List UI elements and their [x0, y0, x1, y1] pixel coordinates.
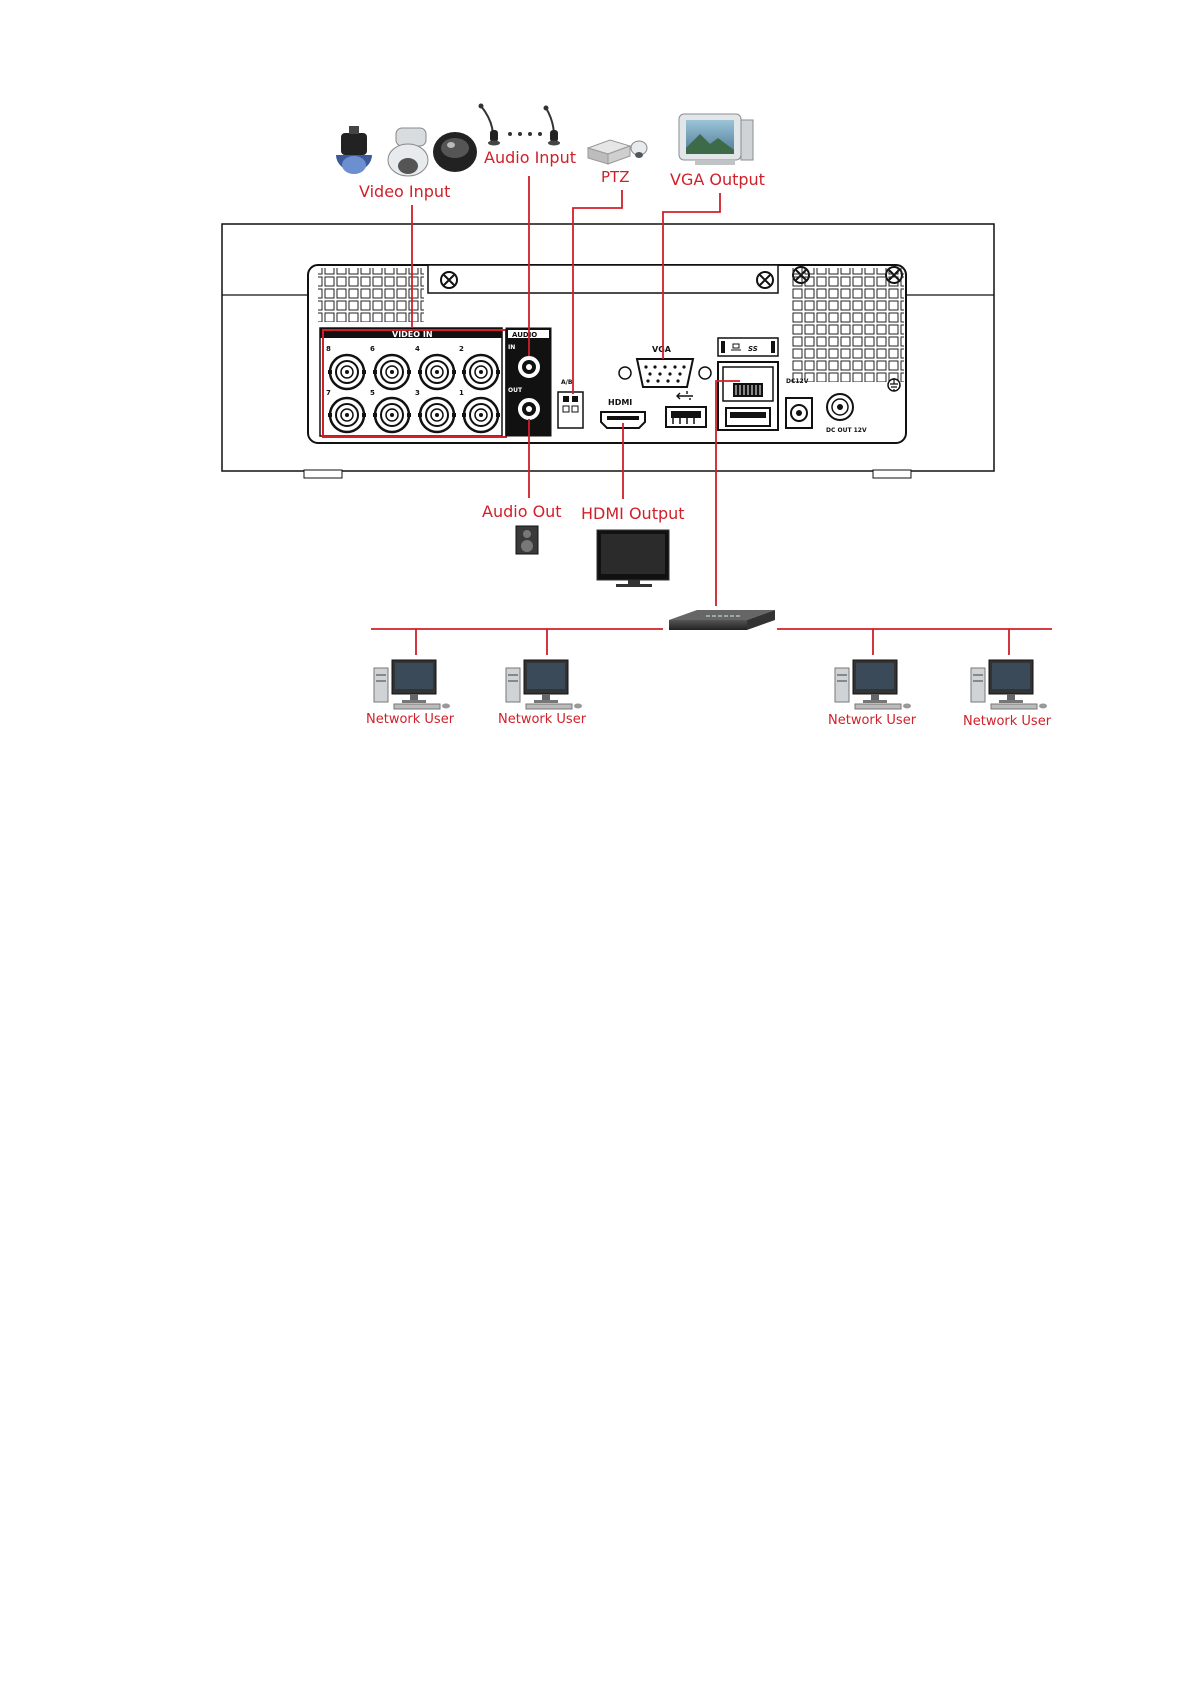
- bnc-connector-4: [418, 355, 456, 389]
- bnc-connector-2: [462, 355, 500, 389]
- usb3-port-icon: [726, 408, 770, 426]
- video-in-title: VIDEO IN: [392, 330, 433, 339]
- usb-port-icon: [666, 407, 706, 427]
- ss-usb-text: SS: [748, 345, 758, 353]
- label-network-user-3: Network User: [828, 713, 917, 728]
- dc-out-text: DC OUT 12V: [826, 427, 867, 434]
- hdmi-text: HDMI: [608, 398, 632, 407]
- label-network-user-2: Network User: [498, 712, 587, 727]
- audio-out-rca-icon: [517, 397, 541, 421]
- screw-right-icon: [757, 272, 773, 288]
- vent-grille-left: [318, 268, 424, 322]
- bnc-number-6: 6: [370, 345, 375, 353]
- bnc-connector-7: [328, 398, 366, 432]
- microphone-icon: [479, 104, 561, 146]
- label-network-user-1: Network User: [366, 712, 455, 727]
- bnc-connector-6: [373, 355, 411, 389]
- bnc-connector-3: [418, 398, 456, 432]
- label-network-user-4: Network User: [963, 714, 1052, 729]
- crt-monitor-icon: [679, 114, 753, 165]
- bnc-number-7: 7: [326, 389, 331, 397]
- label-audio-input: Audio Input: [484, 148, 576, 167]
- label-ptz: PTZ: [601, 168, 629, 186]
- label-video-input: Video Input: [359, 182, 450, 201]
- bnc-number-4: 4: [415, 345, 420, 353]
- bnc-number-5: 5: [370, 389, 375, 397]
- network-switch-icon: [669, 610, 775, 630]
- rs485-terminal-icon: [558, 392, 583, 428]
- vent-grille-right: [792, 268, 904, 382]
- dc-in-text: DC12V: [786, 378, 809, 385]
- ptz-decoder-icon: [588, 140, 647, 164]
- box-camera-icon: [336, 126, 372, 174]
- audio-out-text: OUT: [508, 387, 523, 394]
- bnc-number-3: 3: [415, 389, 420, 397]
- ground-icon: [888, 378, 900, 391]
- dvr-rear-panel: VIDEO IN 8 6 4 2 7 5 3 1 AUDIO IN OUT: [222, 224, 994, 478]
- network-user-1-computer-icon: [374, 660, 450, 709]
- network-user-2-computer-icon: [506, 660, 582, 709]
- label-vga-output: VGA Output: [670, 170, 765, 189]
- tv-icon: [597, 530, 669, 587]
- bnc-connector-5: [373, 398, 411, 432]
- vga-text: VGA: [652, 345, 672, 354]
- speed-dome-camera-icon: [388, 128, 428, 176]
- audio-in-text: IN: [508, 344, 515, 351]
- alarm-text: A/B: [561, 379, 573, 386]
- camera-group-icon: [336, 126, 477, 176]
- network-user-4-computer-icon: [971, 660, 1047, 709]
- bnc-connector-1: [462, 398, 500, 432]
- dc-out-connector-icon: [827, 394, 853, 420]
- bnc-number-2: 2: [459, 345, 464, 353]
- speaker-icon: [516, 526, 538, 554]
- audio-in-rca-icon: [517, 355, 541, 379]
- ss-usb-badge: SS: [718, 338, 778, 356]
- dc-power-jack-icon: [786, 398, 812, 428]
- bnc-number-1: 1: [459, 389, 464, 397]
- network-user-3-computer-icon: [835, 660, 911, 709]
- audio-title: AUDIO: [512, 331, 537, 339]
- label-hdmi-output: HDMI Output: [581, 504, 685, 523]
- bnc-connector-8: [328, 355, 366, 389]
- bnc-number-8: 8: [326, 345, 331, 353]
- dome-camera-icon: [433, 132, 477, 172]
- label-audio-out: Audio Out: [482, 502, 562, 521]
- screw-left-icon: [441, 272, 457, 288]
